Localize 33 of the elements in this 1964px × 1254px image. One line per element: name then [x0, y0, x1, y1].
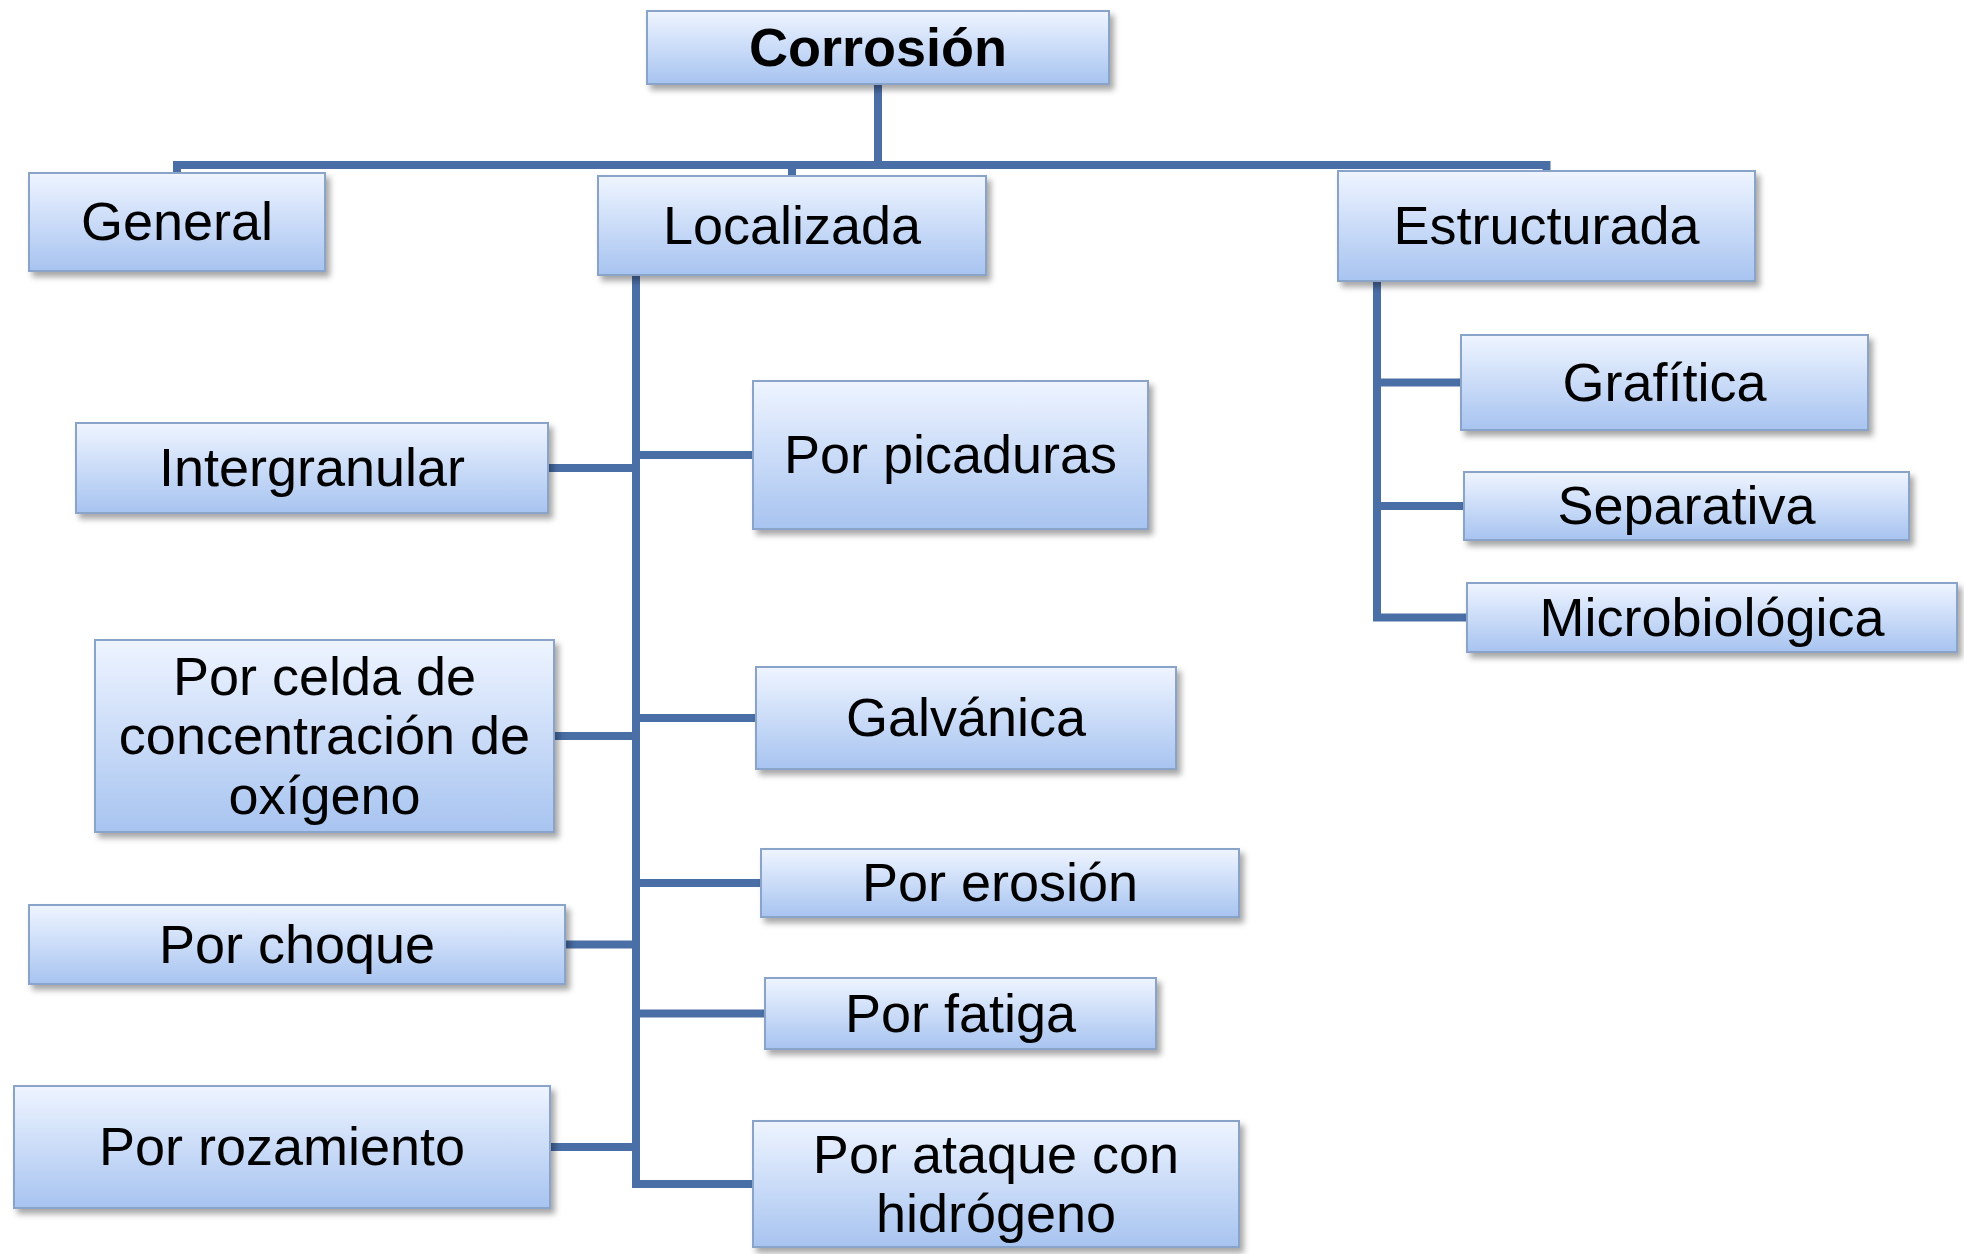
category-box — [28, 904, 566, 985]
category-box — [752, 1120, 1240, 1248]
category-box — [597, 175, 987, 276]
category-label: Por picaduras — [783, 425, 1118, 485]
category-label: Corrosión — [749, 17, 1007, 78]
category-label: Grafítica — [1562, 352, 1767, 413]
category-label: Por celda de concentración de oxígeno — [117, 646, 532, 826]
category-box — [13, 1085, 551, 1209]
category-label: Por ataque con hidrógeno — [811, 1124, 1181, 1244]
category-label: Galvánica — [845, 688, 1087, 748]
category-box — [1463, 471, 1910, 541]
category-label: General — [80, 192, 274, 252]
category-box — [1466, 582, 1958, 653]
category-label: Por choque — [158, 914, 436, 975]
category-box — [1337, 170, 1756, 282]
category-label: Por fatiga — [844, 983, 1077, 1044]
category-label: Por rozamiento — [98, 1117, 466, 1177]
connector-line — [874, 85, 1551, 173]
category-box — [764, 977, 1157, 1050]
category-box — [760, 848, 1240, 918]
category-label: Por erosión — [861, 853, 1139, 913]
category-label: Separativa — [1557, 476, 1816, 536]
category-box — [28, 172, 326, 272]
category-box — [755, 666, 1177, 770]
category-label: Estructurada — [1393, 196, 1700, 256]
category-label: Intergranular — [158, 438, 466, 498]
category-box — [752, 380, 1149, 530]
category-box — [94, 639, 555, 833]
category-box — [75, 422, 549, 514]
category-label: Localizada — [662, 195, 922, 256]
category-label: Microbiológica — [1539, 587, 1885, 648]
category-box — [1460, 334, 1869, 431]
category-box — [646, 10, 1110, 85]
